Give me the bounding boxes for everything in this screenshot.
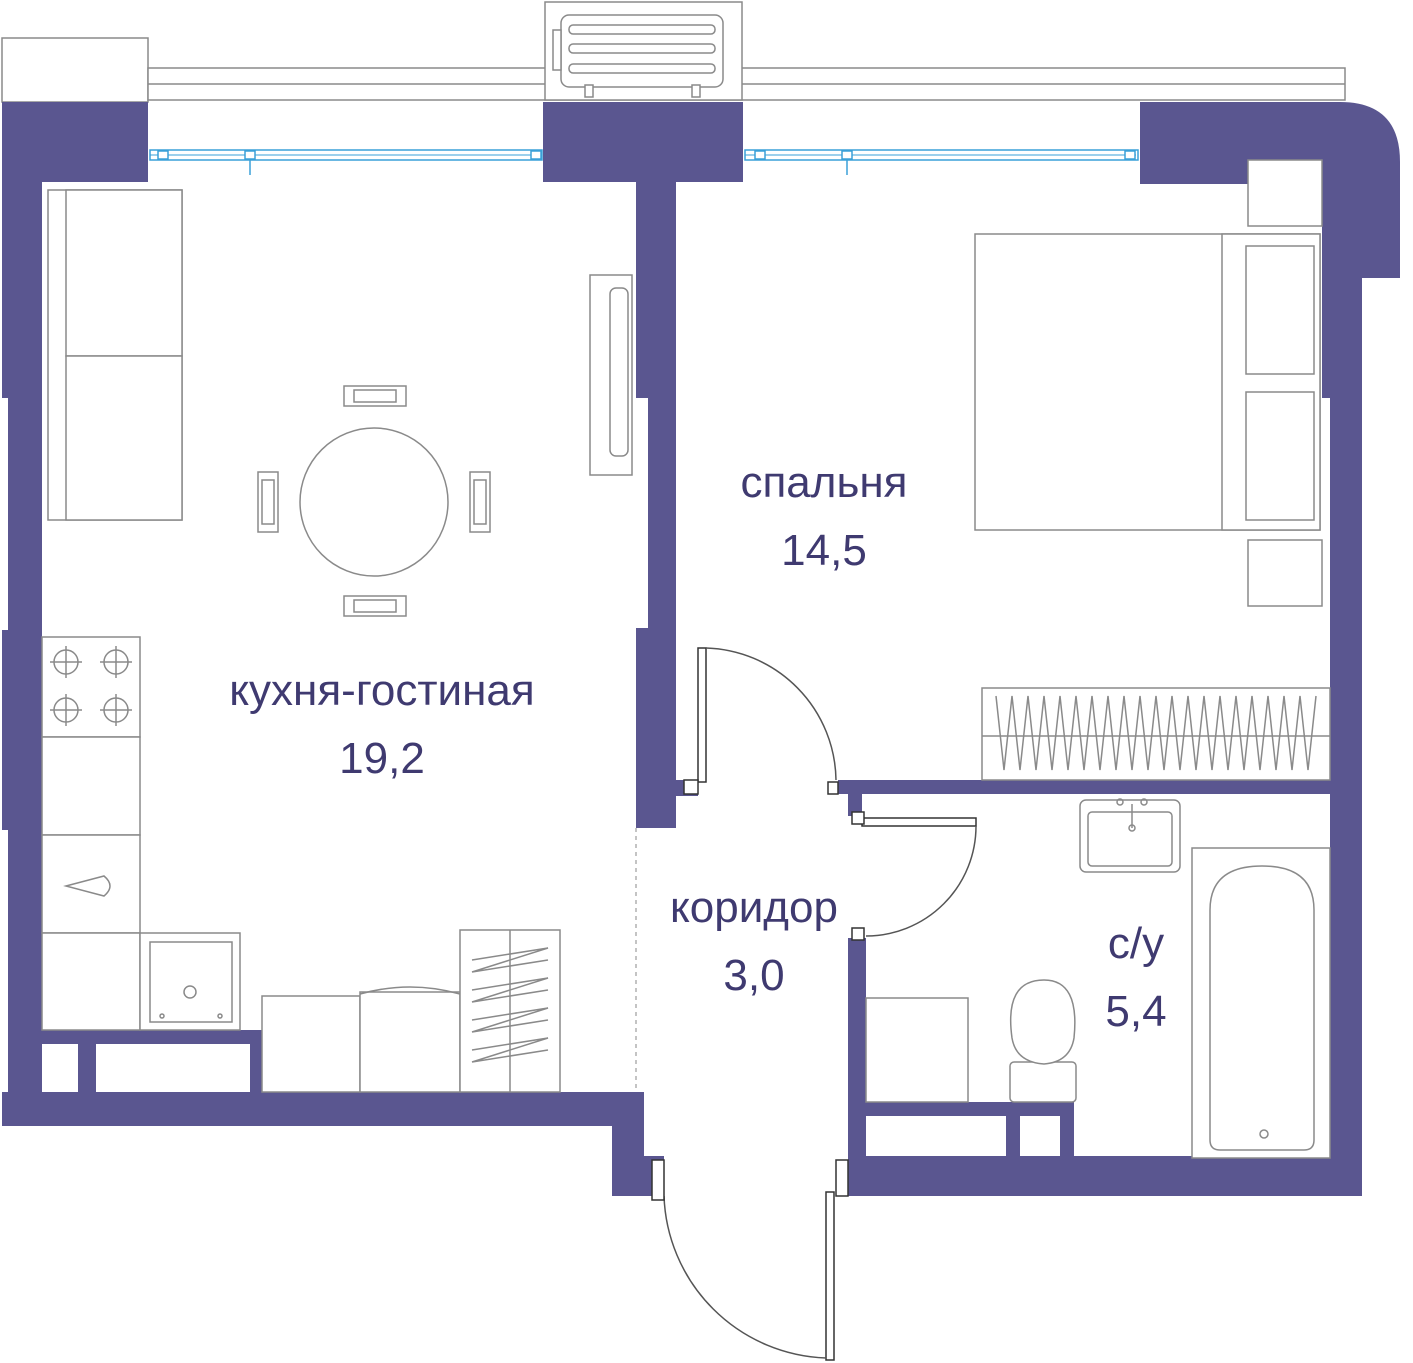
room-kitchen-name: кухня-гостиная <box>229 666 534 715</box>
room-bedroom: спальня 14,5 <box>740 458 907 575</box>
washing-machine-icon <box>865 997 969 1103</box>
door-icon <box>651 1159 849 1361</box>
bed-icon <box>974 233 1321 531</box>
room-corridor-area: 3,0 <box>723 951 784 1000</box>
room-corridor-name: коридор <box>670 883 838 932</box>
balcony <box>1 37 1346 103</box>
nightstand <box>1247 159 1323 607</box>
window-icon <box>744 149 1139 175</box>
washing-machine-icon <box>139 932 241 1031</box>
sink-icon <box>63 875 111 897</box>
stove-icon <box>41 636 141 738</box>
door-icon <box>851 811 977 941</box>
walls <box>2 102 1400 1196</box>
cabinet <box>261 986 461 1093</box>
room-bathroom: с/у 5,4 <box>1105 919 1166 1036</box>
tv-unit <box>589 274 633 476</box>
room-corridor: коридор 3,0 <box>670 883 838 1000</box>
room-bedroom-name: спальня <box>740 458 907 507</box>
washbasin-icon <box>1079 798 1181 873</box>
toilet-icon <box>1009 979 1077 1103</box>
room-bedroom-area: 14,5 <box>781 526 867 575</box>
wardrobe-icon <box>981 687 1331 781</box>
room-kitchen-area: 19,2 <box>339 734 425 783</box>
room-bathroom-name: с/у <box>1108 919 1164 968</box>
air-conditioner-icon <box>544 1 743 101</box>
wardrobe-icon <box>459 929 561 1093</box>
window-icon <box>149 149 543 175</box>
room-kitchen: кухня-гостиная 19,2 <box>229 666 534 783</box>
bathtub-icon <box>1191 847 1331 1159</box>
door-icon <box>683 647 839 795</box>
dining-table-icon <box>257 385 491 617</box>
room-bathroom-area: 5,4 <box>1105 987 1166 1036</box>
sofa-icon <box>47 189 183 521</box>
